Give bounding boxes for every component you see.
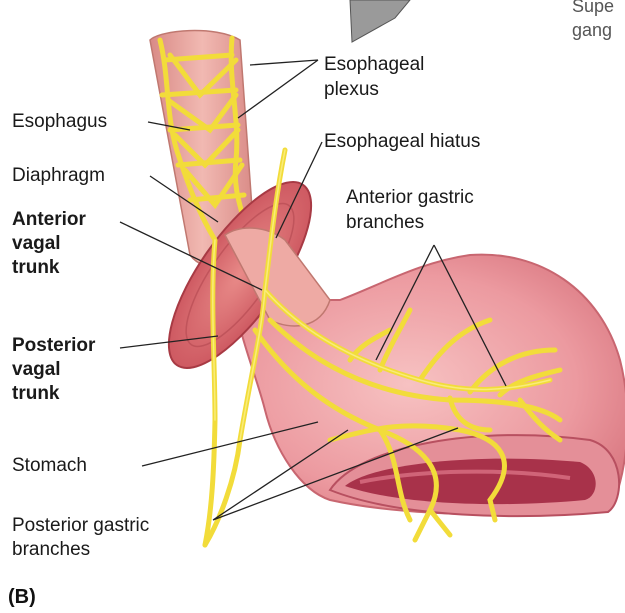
label-posterior-gastric-line1: Posterior gastric [12, 514, 149, 538]
label-stomach: Stomach [12, 454, 87, 478]
label-anterior-gastric-line2: branches [346, 211, 424, 235]
label-esophageal-plexus-line1: Esophageal [324, 53, 424, 77]
label-esophageal-hiatus: Esophageal hiatus [324, 130, 480, 154]
label-anterior-vagal-line3: trunk [12, 256, 60, 280]
label-esophagus: Esophagus [12, 110, 107, 134]
label-posterior-vagal-line3: trunk [12, 382, 60, 406]
label-cutoff-line1: Supe [572, 0, 614, 18]
ganglion-shape [350, 0, 410, 42]
label-posterior-gastric-line2: branches [12, 538, 90, 562]
label-posterior-vagal-line1: Posterior [12, 334, 95, 358]
label-cutoff-line2: gang [572, 18, 612, 42]
label-diaphragm: Diaphragm [12, 164, 105, 188]
label-esophageal-plexus-line2: plexus [324, 78, 379, 102]
label-anterior-gastric-line1: Anterior gastric [346, 186, 474, 210]
panel-label: (B) [8, 586, 36, 609]
label-posterior-vagal-line2: vagal [12, 358, 61, 382]
label-anterior-vagal-line2: vagal [12, 232, 61, 256]
label-anterior-vagal-line1: Anterior [12, 208, 86, 232]
